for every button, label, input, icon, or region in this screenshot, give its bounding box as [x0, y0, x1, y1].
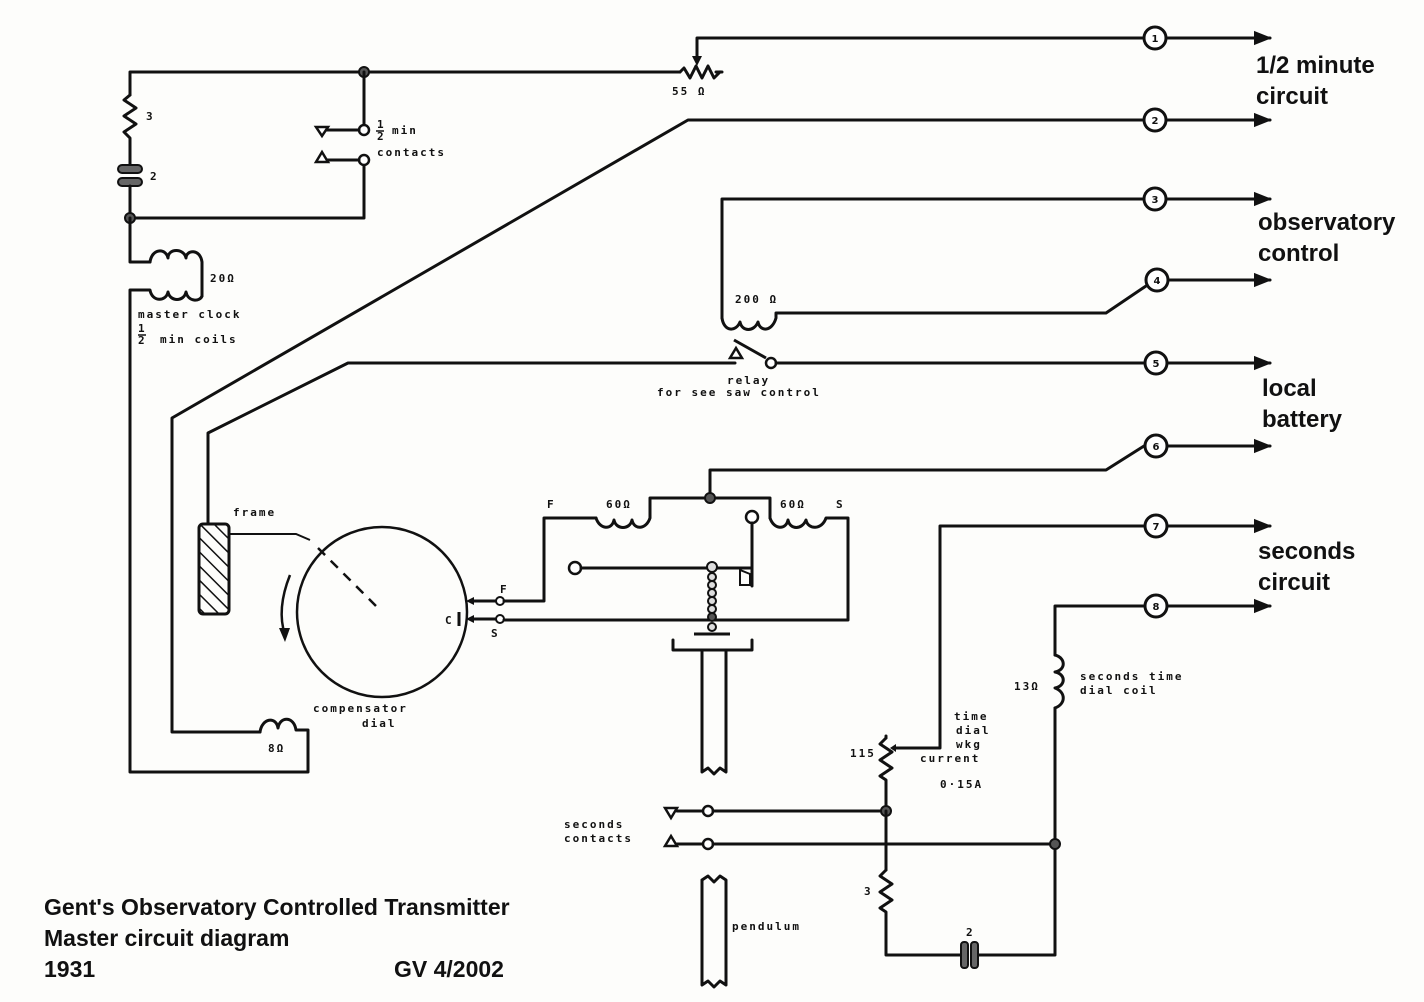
label: F — [547, 498, 556, 511]
label: 1 — [1152, 34, 1159, 45]
coil-8 — [258, 717, 310, 742]
wire-5 — [206, 361, 737, 526]
label: 2 — [377, 130, 386, 143]
frame-magnet — [197, 522, 231, 616]
label: compensator — [313, 702, 408, 715]
label: 2 — [966, 926, 975, 939]
label: 3 — [864, 885, 873, 898]
label-half-minute-1: 1/2 minute — [1256, 52, 1375, 79]
label: frame — [233, 506, 276, 519]
label: for see saw control — [657, 386, 821, 399]
label-half-minute-2: circuit — [1256, 83, 1328, 110]
output-line-5: 5 — [1143, 350, 1272, 376]
label: 3 — [1152, 195, 1159, 206]
output-line-8: 8 — [1143, 593, 1272, 619]
label-observatory-2: control — [1258, 240, 1339, 267]
label: pendulum — [732, 920, 801, 933]
label: master clock — [138, 308, 241, 321]
label: 200 Ω — [735, 293, 778, 306]
diagram-author: GV 4/2002 — [394, 956, 504, 982]
output-line-3: 3 — [1142, 186, 1272, 212]
coil-60-right — [502, 516, 850, 622]
label: C — [445, 614, 454, 627]
label: dial — [362, 717, 397, 730]
label-seconds-1: seconds — [1258, 538, 1355, 565]
label: seconds — [564, 818, 624, 831]
label: 2 — [1152, 116, 1159, 127]
label: 60Ω — [606, 498, 632, 511]
diagram-year: 1931 — [44, 956, 95, 982]
output-line-1: 1 — [1142, 25, 1272, 51]
terminal-4 — [1144, 267, 1170, 293]
label: 2 — [150, 170, 159, 183]
label: min coils — [160, 333, 238, 346]
label: seconds time — [1080, 670, 1183, 683]
label: 0·15A — [940, 778, 983, 791]
output-line-6: 6 — [1143, 433, 1272, 459]
label: 8Ω — [268, 742, 285, 755]
output-line-2: 2 — [1142, 107, 1272, 133]
output-terminals: 1 2 3 4 5 6 7 8 — [1142, 25, 1272, 619]
pendulum-rod-bottom — [700, 874, 728, 989]
label: 2 — [138, 334, 147, 347]
label: F — [500, 583, 509, 596]
label: S — [836, 498, 845, 511]
label: contacts — [564, 832, 633, 845]
coil-20-upper — [148, 249, 204, 298]
label: 55 Ω — [672, 85, 707, 98]
label: contacts — [377, 146, 446, 159]
output-line-7: 7 — [1143, 513, 1272, 539]
label-local-battery-2: battery — [1262, 406, 1343, 433]
diagram-title: Gent's Observatory Controlled Transmitte… — [44, 894, 510, 920]
rheostat-55 — [678, 64, 722, 80]
resistor-3-bottom — [878, 868, 964, 957]
coil-20-lower — [128, 288, 310, 774]
diagram-subtitle: Master circuit diagram — [44, 925, 289, 951]
label: time — [954, 710, 989, 723]
coil-60-left — [594, 496, 772, 529]
half-minute-circuit: 55 Ω 3 2 1 2 min contacts 20Ω master clo… — [117, 36, 1146, 774]
label: 8 — [1153, 602, 1160, 613]
label: 5 — [1153, 359, 1160, 370]
label: 1 — [377, 118, 386, 131]
label: 13Ω — [1014, 680, 1040, 693]
compensator-dial: compensator dial C F S — [279, 525, 509, 730]
label-local-battery-1: local — [1262, 375, 1317, 402]
label: S — [491, 627, 500, 640]
label-seconds-2: circuit — [1258, 569, 1330, 596]
pendulum-rod-top — [700, 648, 728, 776]
label: 1 — [138, 322, 147, 335]
label: dial coil — [1080, 684, 1158, 697]
label: 4 — [1154, 276, 1161, 287]
label: 20Ω — [210, 272, 236, 285]
fs-coils: F 60Ω 60Ω S — [502, 444, 1146, 776]
label: 115 — [850, 747, 876, 760]
label: dial — [956, 724, 991, 737]
label: 60Ω — [780, 498, 806, 511]
coil-13 — [1053, 653, 1065, 710]
label-observatory-1: observatory — [1258, 209, 1396, 236]
seconds-circuit: 115 time dial wkg current 0·15A 13Ω seco… — [564, 524, 1183, 969]
label: 3 — [146, 110, 155, 123]
relay-200: 200 Ω relay for see saw control — [657, 197, 1148, 399]
label: min — [392, 124, 418, 137]
rheostat-115 — [878, 736, 894, 812]
label: 7 — [1153, 522, 1160, 533]
label: 6 — [1153, 442, 1160, 453]
capacitor-2-top — [117, 164, 143, 187]
label: current — [920, 752, 980, 765]
capacitor-2-bottom — [960, 941, 979, 969]
rotation-arrow-icon — [279, 628, 290, 642]
label: relay — [727, 374, 770, 387]
pendulum-spring — [706, 561, 718, 632]
label: wkg — [956, 738, 982, 751]
wire-2 — [170, 118, 1146, 734]
resistor-3-top — [122, 93, 138, 167]
output-line-4: 4 — [1144, 267, 1272, 293]
